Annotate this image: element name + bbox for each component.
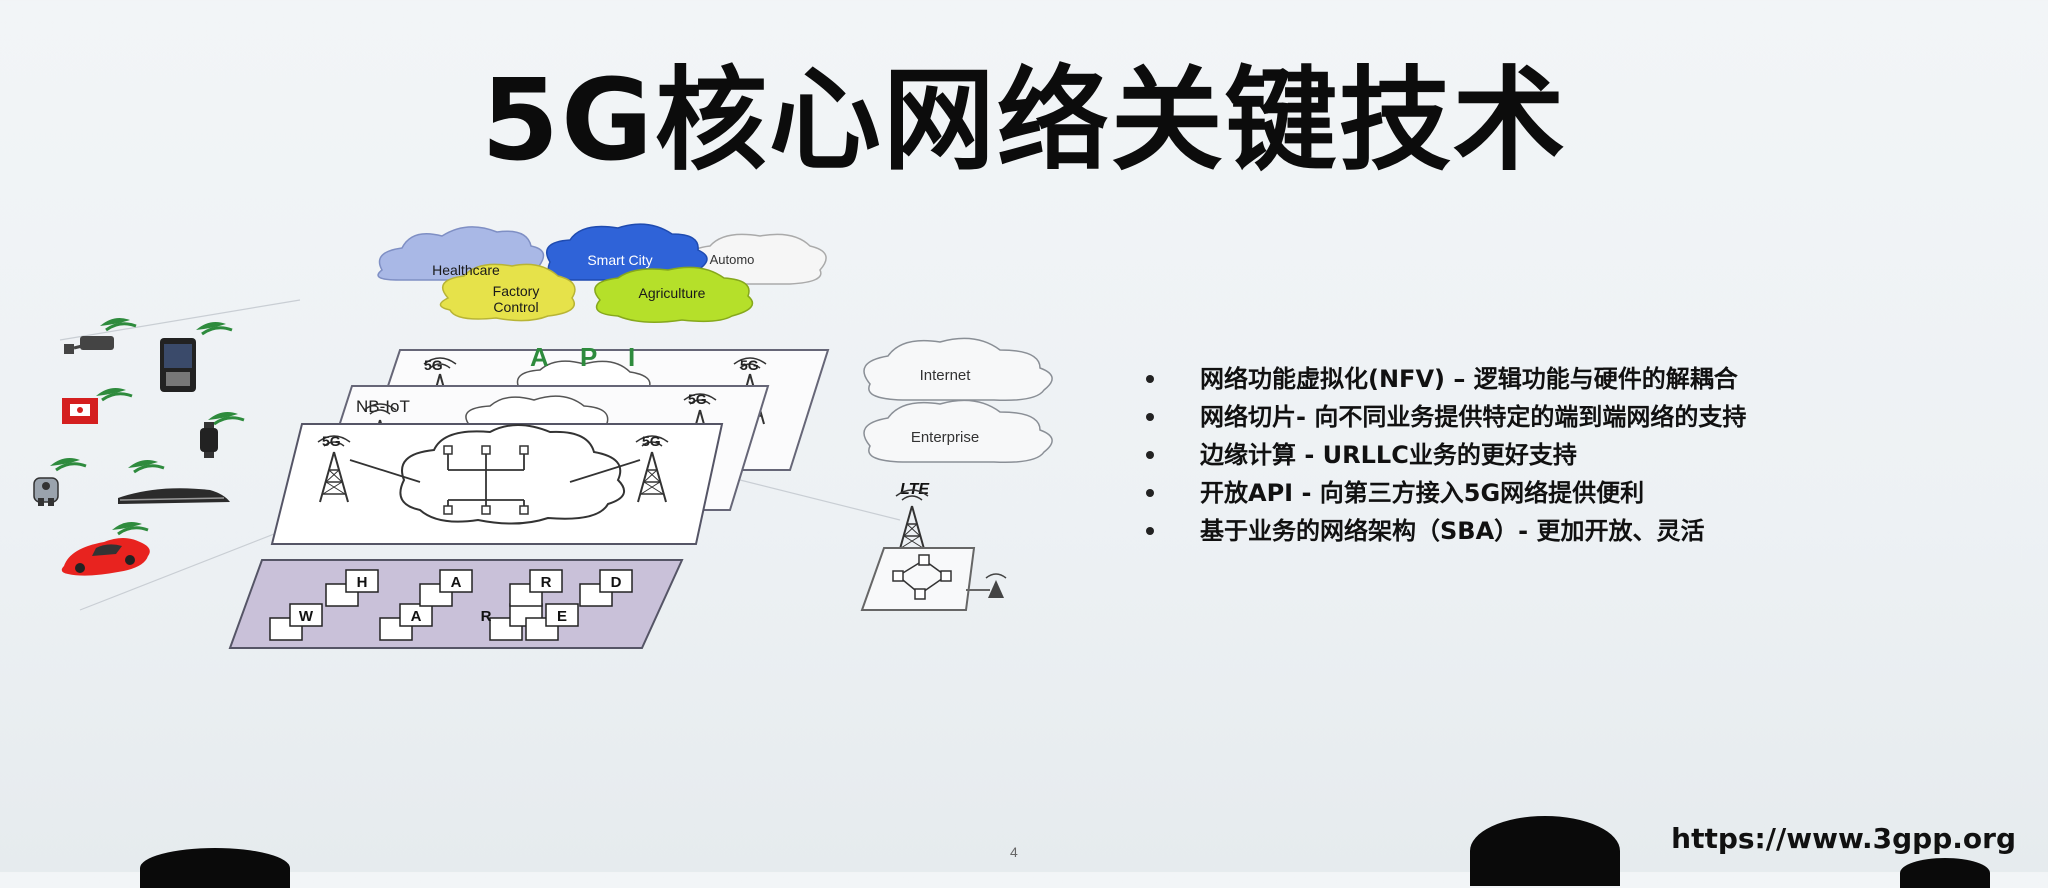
smart-city-cloud-label: Smart City (587, 252, 652, 268)
software-letter-w: W (299, 608, 314, 625)
list-item-text: 边缘计算 - URLLC业务的更好支持 (1200, 441, 1577, 469)
camera-icon (64, 336, 114, 354)
healthcare-cloud-label: Healthcare (432, 262, 500, 278)
external-networks: Internet Enterprise (863, 337, 1053, 464)
list-item-text: 网络功能虚拟化(NFV) – 逻辑功能与硬件的解耦合 (1200, 365, 1738, 393)
software-letter-a: A (411, 608, 422, 625)
nbiot-label: NB-IoT (356, 397, 410, 416)
robot-icon (33, 477, 59, 506)
list-item: 开放API - 向第三方接入5G网络提供便利 (1140, 474, 1746, 512)
api-letter-p: P (580, 342, 597, 372)
car-icon (61, 538, 150, 576)
bullet-icon (1146, 527, 1154, 535)
factory-control-label-line1: Factory (493, 283, 540, 299)
front-layer: 5G 5G (270, 423, 724, 545)
agriculture-cloud-label: Agriculture (639, 285, 706, 301)
slide-title: 5G核心网络关键技术 (481, 56, 1567, 186)
enterprise-cloud (863, 399, 1053, 464)
factory-control-label-line2: Control (493, 299, 538, 315)
hardware-letter-r: R (541, 574, 552, 591)
hardware-letter-a: A (451, 574, 462, 591)
lte-section: LTE (860, 481, 1007, 611)
bullet-icon (1146, 375, 1154, 383)
api-layer-5g-right: 5G (740, 357, 759, 373)
alarm-icon (62, 398, 98, 424)
application-clouds: Healthcare Smart City Automo Factory Con… (377, 223, 827, 323)
smartwatch-icon (200, 422, 218, 458)
enterprise-label: Enterprise (911, 429, 979, 446)
internet-cloud (863, 337, 1053, 402)
list-item: 边缘计算 - URLLC业务的更好支持 (1140, 436, 1746, 474)
audience-head-left (140, 848, 290, 888)
api-letter-a: A (530, 342, 549, 372)
source-url: https://www.3gpp.org (1671, 822, 2016, 855)
internet-label: Internet (920, 367, 972, 384)
software-letter-e: E (557, 608, 567, 625)
software-letter-r: R (481, 608, 492, 625)
agriculture-cloud (594, 266, 754, 323)
factory-control-cloud (439, 263, 576, 322)
list-item-text: 基于业务的网络架构（SBA）- 更加开放、灵活 (1200, 517, 1705, 545)
audience-head-center (1470, 816, 1620, 886)
list-item-text: 网络切片- 向不同业务提供特定的端到端网络的支持 (1200, 403, 1747, 431)
api-letter-i: I (628, 342, 635, 372)
list-item: 基于业务的网络架构（SBA）- 更加开放、灵活 (1140, 512, 1746, 550)
front-layer-5g-left: 5G (322, 433, 341, 449)
hardware-letter-h: H (357, 574, 368, 591)
bullet-icon (1146, 451, 1154, 459)
hardware-layer: H A R D W A R E (228, 559, 684, 649)
background-lines (59, 299, 901, 611)
audience-head-right (1900, 858, 1990, 888)
api-layer-5g-left: 5G (424, 357, 443, 373)
train-icon (118, 488, 230, 504)
devices (33, 316, 246, 576)
key-technology-list: 网络功能虚拟化(NFV) – 逻辑功能与硬件的解耦合 网络切片- 向不同业务提供… (1140, 360, 1746, 550)
bullet-icon (1146, 489, 1154, 497)
list-item-text: 开放API - 向第三方接入5G网络提供便利 (1200, 479, 1645, 507)
bullet-icon (1146, 413, 1154, 421)
hardware-letter-d: D (611, 574, 622, 591)
tablet-icon (160, 338, 196, 392)
page-number: 4 (1010, 844, 1018, 860)
nbiot-layer-5g: 5G (688, 391, 707, 407)
list-item: 网络功能虚拟化(NFV) – 逻辑功能与硬件的解耦合 (1140, 360, 1746, 398)
list-item: 网络切片- 向不同业务提供特定的端到端网络的支持 (1140, 398, 1746, 436)
front-layer-5g-right: 5G (642, 433, 661, 449)
automotive-cloud-label: Automo (710, 252, 755, 267)
